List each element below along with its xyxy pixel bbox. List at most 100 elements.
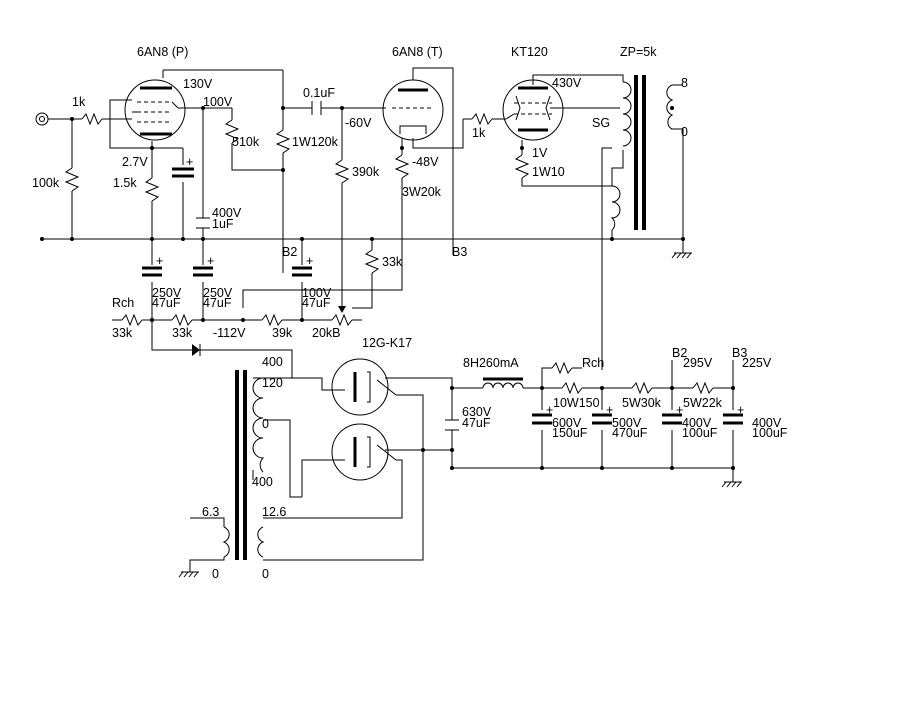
c-neg2-cap: 47uF (203, 296, 232, 310)
node-b2-label: B2 (282, 245, 297, 259)
r-v2-grid-label: 390k (352, 165, 380, 179)
plus-mark: + (207, 254, 214, 268)
r-ps3-label: 5W22k (683, 396, 723, 410)
v2-grid-voltage: -60V (345, 116, 372, 130)
pot-bias-label: 20kB (312, 326, 341, 340)
cap-ps4-icon (723, 413, 743, 425)
pt-primary-voltage: 6.3 (202, 505, 219, 519)
r-v1-cathode-label: 1.5k (113, 176, 137, 190)
plus-mark: + (676, 403, 683, 417)
r-ps1-label: 10W150 (553, 396, 600, 410)
ot-tap-8: 8 (681, 76, 688, 90)
tube-v1-name: 6AN8 (P) (137, 45, 188, 59)
cap-v1-cathode-icon (172, 167, 194, 178)
tube-v3-beam-tetrode-icon (502, 79, 564, 141)
tube-v1-pentode-icon (124, 79, 186, 141)
cap-ps2-icon (592, 413, 612, 425)
plus-mark: + (156, 254, 163, 268)
c-neg3-cap: 47uF (302, 296, 331, 310)
pot-bias-arrow-icon (338, 300, 346, 313)
tube-v2-triode-icon (382, 79, 444, 141)
r-bias-label: 33k (382, 255, 403, 269)
output-transformer-icon (610, 75, 674, 231)
choke-icon (482, 377, 524, 389)
plus-mark: + (606, 403, 613, 417)
v3-plate-voltage: 430V (552, 76, 582, 90)
polarity-marks: + + + + + + + + (156, 155, 744, 417)
plus-mark: + (737, 403, 744, 417)
neg-rail-voltage: -112V (213, 326, 246, 340)
junction-dots (40, 106, 735, 470)
c-ps1-cap: 150uF (552, 426, 588, 440)
ot-tap-0: 0 (681, 125, 688, 139)
ground-psu-icon (721, 481, 742, 488)
tube-v2-name: 6AN8 (T) (392, 45, 443, 59)
cap-ps3-icon (662, 413, 682, 425)
c-ps4-cap: 100uF (752, 426, 788, 440)
ground-main-icon (671, 252, 692, 259)
cap-ps1-icon (532, 413, 552, 425)
c-ps3-voltage: 400V (682, 416, 712, 430)
pt-heater-voltage: 12.6 (262, 505, 286, 519)
node-b3-label: B3 (452, 245, 467, 259)
cap-coupling-icon (311, 101, 322, 115)
pt-hv-top: 400 (262, 355, 283, 369)
pt-primary-zero: 0 (212, 567, 219, 581)
rectifier-upper-icon (331, 358, 397, 416)
r-v3-grid-label: 1k (472, 126, 486, 140)
c-screen-voltage-label: 400V (212, 206, 242, 220)
c-neg3-voltage: 100V (302, 286, 332, 300)
r-v2-cathode-label: 3W20k (402, 185, 442, 199)
pt-hv-bottom: 400 (252, 475, 273, 489)
choke-label: 8H260mA (463, 356, 519, 370)
c-reservoir-cap: 47uF (462, 416, 491, 430)
v1-plate-voltage: 130V (183, 77, 213, 91)
cap-neg3-icon (292, 266, 312, 277)
r-neg1-label: 33k (172, 326, 193, 340)
r-ps2-label: 5W30k (622, 396, 662, 410)
wiring (42, 67, 734, 572)
power-transformer-icon (222, 377, 265, 558)
c-ps2-voltage: 500V (612, 416, 642, 430)
r-rch-value: 33k (112, 326, 133, 340)
r-neg2-label: 39k (272, 326, 293, 340)
plus-mark: + (306, 254, 313, 268)
v3-cathode-voltage: 1V (532, 146, 548, 160)
pt-heater-zero: 0 (262, 567, 269, 581)
c-coupling-label: 0.1uF (303, 86, 335, 100)
r-input-shunt-label: 100k (32, 176, 60, 190)
cap-v1-screen-icon (196, 217, 210, 229)
v2-cathode-voltage: -48V (412, 155, 439, 169)
ot-impedance: ZP=5k (620, 45, 657, 59)
b2-label: B2 (672, 346, 687, 360)
r-v1-plate-label: 1W120k (292, 135, 339, 149)
cap-reservoir-icon (445, 419, 459, 431)
cap-neg1-icon (142, 266, 162, 277)
tube-v3-name: KT120 (511, 45, 548, 59)
rectifier-tube-icons (331, 358, 397, 481)
ground-icons (178, 252, 742, 578)
ground-heater-icon (178, 571, 199, 578)
input-jack-icon (35, 112, 49, 126)
r-rch-top-label: Rch (582, 356, 604, 370)
r-input-grid-label: 1k (72, 95, 86, 109)
c-reservoir-voltage: 630V (462, 405, 492, 419)
c-ps1-voltage: 600V (552, 416, 582, 430)
plus-mark: + (546, 403, 553, 417)
b3-voltage: 225V (742, 356, 772, 370)
c-neg1-cap: 47uF (152, 296, 181, 310)
c-neg2-voltage: 250V (203, 286, 233, 300)
r-v3-cathode-label: 1W10 (532, 165, 565, 179)
capacitor-icons (142, 101, 743, 431)
c-neg1-voltage: 250V (152, 286, 182, 300)
b3-label: B3 (732, 346, 747, 360)
c-ps2-cap: 470uF (612, 426, 648, 440)
plus-mark: + (186, 155, 193, 169)
labels: 6AN8 (P) 6AN8 (T) KT120 ZP=5k 8 0 SG 130… (32, 45, 788, 581)
c-screen-cap-label: 1uF (212, 217, 234, 231)
rectifier-lower-icon (331, 423, 397, 481)
pt-hv-zero: 0 (262, 417, 269, 431)
ot-screen-tap: SG (592, 116, 610, 130)
c-ps3-cap: 100uF (682, 426, 718, 440)
